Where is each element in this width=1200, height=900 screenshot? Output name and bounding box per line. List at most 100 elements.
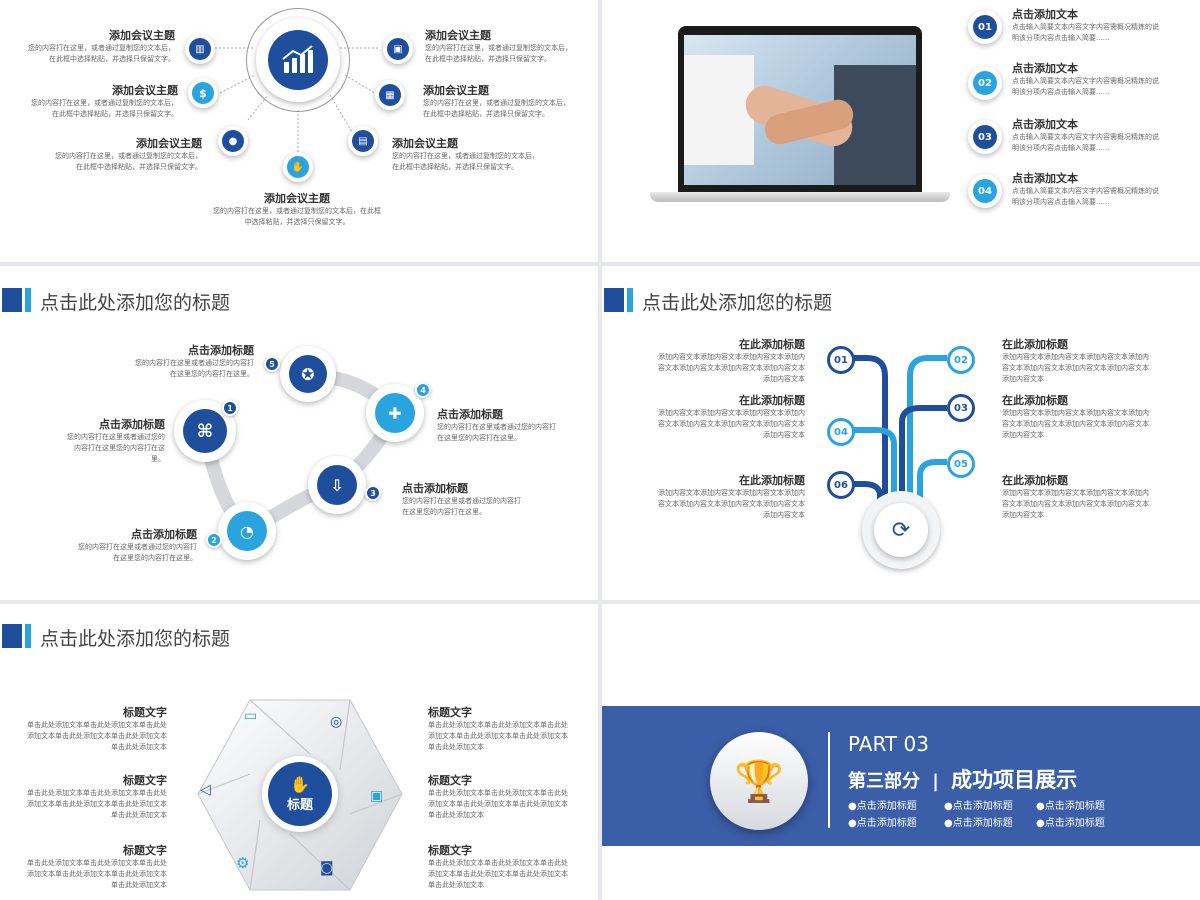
cycle-item: 标题文字 单击此处添加文本单击此处添加文本单击此处添加文本单击此处添加文本单击此…	[428, 704, 568, 753]
step-item: 点击添加标题 您的内容打在这里或者通过您的内容打在这里您的内容打在这里。	[437, 406, 562, 444]
slide-title[interactable]: 点击此处添加您的标题	[642, 292, 833, 314]
number-badge: 04	[973, 179, 997, 203]
lightbulb-icon: ✚	[375, 393, 415, 433]
step-desc: 您的内容打在这里或者通过您的内容打在这里您的内容打在这里。	[67, 433, 165, 463]
branch-title: 在此添加标题	[1002, 338, 1068, 351]
section-bullet[interactable]: ●点击添加标题	[848, 818, 917, 829]
branch-desc: 添加内容文本添加内容文本添加内容文本添加内容文本添加内容文本添加内容文本添加内容…	[1002, 353, 1149, 383]
topic-desc: 您的内容打在这里，或者通过复制您的文本后，在此框中选择粘贴，并选择只保留文字。	[425, 44, 572, 63]
step-desc: 您的内容打在这里或者通过您的内容打在这里您的内容打在这里。	[135, 359, 254, 378]
step-item: 点击添加标题 您的内容打在这里或者通过您的内容打在这里您的内容打在这里。	[402, 480, 527, 518]
header-bar-sky	[25, 624, 31, 648]
section-bullet[interactable]: ●点击添加标题	[848, 801, 917, 812]
section-bullet[interactable]: ●点击添加标题	[944, 801, 1013, 812]
slide-meeting-topics[interactable]: ▥ ▣ $ ▦ ● ▤ ✋ 添加会议主题 您的内容打在这里，或者通过复制您的文本…	[0, 0, 598, 262]
download-icon: ⇩	[317, 465, 357, 505]
branch-title: 在此添加标题	[739, 474, 805, 487]
branch-title: 在此添加标题	[1002, 474, 1068, 487]
section-divider-line	[828, 732, 830, 828]
branch-item: 在此添加标题 添加内容文本添加内容文本添加内容文本添加内容文本添加内容文本添加内…	[1002, 472, 1152, 521]
header-bar-navy	[604, 288, 624, 312]
step-desc: 您的内容打在这里或者通过您的内容打在这里您的内容打在这里。	[437, 423, 556, 442]
step-item: 点击添加标题 您的内容打在这里或者通过您的内容打在这里您的内容打在这里。	[75, 526, 197, 564]
topic-title: 添加会议主题	[112, 84, 178, 97]
section-separator: |	[932, 771, 939, 792]
cycle-desc: 单击此处添加文本单击此处添加文本单击此处添加文本单击此处添加文本单击此处添加文本…	[27, 721, 167, 751]
step-number: 4	[415, 382, 431, 398]
step-title: 点击添加标题	[437, 408, 503, 421]
branch-item: 在此添加标题 添加内容文本添加内容文本添加内容文本添加内容文本添加内容文本添加内…	[1002, 336, 1152, 385]
list-item: 点击添加文本 点击输入简要文本内容文字内容需概况精炼的说明该分项内容点击输入简要…	[1012, 170, 1162, 208]
cycle-desc: 单击此处添加文本单击此处添加文本单击此处添加文本单击此处添加文本单击此处添加文本…	[27, 789, 167, 819]
topic-desc: 您的内容打在这里，或者通过复制您的文本后，在此框中选择粘贴，并选择只保留文字。	[392, 152, 539, 171]
branch-badge: 03	[947, 394, 975, 422]
branch-item: 在此添加标题 添加内容文本添加内容文本添加内容文本添加内容文本添加内容文本添加内…	[657, 392, 805, 441]
cycle-item: 标题文字 单击此处添加文本单击此处添加文本单击此处添加文本单击此处添加文本单击此…	[26, 772, 167, 821]
handshake-icon: ✋	[290, 775, 310, 794]
step-title: 点击添加标题	[99, 418, 165, 431]
handshake-photo	[684, 35, 916, 185]
dollar-icon: $	[192, 82, 214, 104]
topic-desc: 您的内容打在这里，或者通过复制您的文本后，在此框中选择粘贴，并选择只保留文字。	[213, 207, 381, 226]
section-bullet[interactable]: ●点击添加标题	[944, 818, 1013, 829]
section-bullet[interactable]: ●点击添加标题	[1036, 818, 1105, 829]
slide-hexagon-cycle[interactable]: 点击此处添加您的标题 ✋ 标题 ▭ ◎ ▣ ◙ ⚙ ◁ 标题文字 单击此处添加文…	[0, 604, 598, 900]
monitor-icon: ▭	[244, 708, 258, 724]
section-title[interactable]: 成功项目展示	[951, 768, 1078, 792]
topic-title: 添加会议主题	[392, 137, 458, 150]
slide-laptop-list[interactable]: 01 02 03 04 点击添加文本 点击输入简要文本内容文字内容需概况精炼的说…	[602, 0, 1200, 262]
handshake-icon: ✋	[287, 156, 309, 178]
presentation-icon: ▣	[387, 38, 409, 60]
list-item-desc: 点击输入简要文本内容文字内容需概况精炼的说明该分项内容点击输入简要......	[1012, 77, 1159, 96]
branch-desc: 添加内容文本添加内容文本添加内容文本添加内容文本添加内容文本添加内容文本添加内容…	[1002, 489, 1149, 519]
topic-desc: 您的内容打在这里，或者通过复制您的文本后，在此框中选择粘贴，并选择只保留文字。	[423, 99, 570, 118]
center-hub: ✋ 标题	[268, 762, 332, 826]
gear-icon: ⚙	[236, 854, 250, 872]
step-desc: 您的内容打在这里或者通过您的内容打在这里您的内容打在这里。	[402, 497, 521, 516]
slide-tree-branches[interactable]: 点击此处添加您的标题 01 04 06 02 03 05 ⟳ 在此添加标题 添加…	[602, 266, 1200, 600]
header-bar-sky	[25, 288, 31, 312]
step-desc: 您的内容打在这里或者通过您的内容打在这里您的内容打在这里。	[78, 543, 197, 562]
topic-title: 添加会议主题	[109, 29, 175, 42]
topic-item: 添加会议主题 您的内容打在这里，或者通过复制您的文本后，在此框中选择粘贴，并选择…	[213, 190, 381, 228]
branch-badge: 01	[827, 346, 855, 374]
cycle-desc: 单击此处添加文本单击此处添加文本单击此处添加文本单击此处添加文本单击此处添加文本…	[428, 859, 568, 889]
award-badge-icon: ✪	[289, 355, 327, 393]
topic-item: 添加会议主题 您的内容打在这里，或者通过复制您的文本后，在此框中选择粘贴，并选择…	[425, 27, 575, 65]
branch-badge: 04	[827, 418, 855, 446]
trophy-ring	[710, 732, 808, 830]
topic-desc: 您的内容打在这里，或者通过复制您的文本后，在此框中选择粘贴，并选择只保留文字。	[28, 44, 175, 63]
topic-desc: 您的内容打在这里，或者通过复制您的文本后，在此框中选择粘贴，并选择只保留文字。	[55, 152, 202, 171]
step-number: 1	[222, 400, 238, 416]
section-bullet[interactable]: ●点击添加标题	[1036, 801, 1105, 812]
topic-item: 添加会议主题 您的内容打在这里，或者通过复制您的文本后，在此框中选择粘贴，并选择…	[28, 82, 178, 120]
section-label: 第三部分	[848, 771, 920, 792]
slide-section-divider[interactable]: 🏆 PART 03 第三部分 | 成功项目展示 ●点击添加标题 ●点击添加标题 …	[602, 604, 1200, 900]
branch-badge: 06	[827, 471, 855, 499]
gauge-icon: ◔	[227, 511, 267, 551]
list-item-title: 点击添加文本	[1012, 172, 1078, 185]
step-item: 点击添加标题 您的内容打在这里或者通过您的内容打在这里您的内容打在这里。	[65, 416, 165, 465]
step-number: 5	[264, 356, 280, 372]
branch-desc: 添加内容文本添加内容文本添加内容文本添加内容文本添加内容文本添加内容文本添加内容…	[658, 353, 805, 383]
step-title: 点击添加标题	[402, 482, 468, 495]
camera-icon: ◙	[320, 860, 334, 876]
step-number: 3	[365, 485, 381, 501]
section-band	[602, 706, 1200, 846]
piggy-bank-icon: ●	[222, 130, 244, 152]
wallet-icon: ▣	[370, 788, 384, 804]
cycle-title: 标题文字	[123, 844, 167, 857]
section-bullets: ●点击添加标题 ●点击添加标题 ●点击添加标题 ●点击添加标题 ●点击添加标题 …	[848, 798, 1148, 832]
step-title: 点击添加标题	[131, 528, 197, 541]
slide-title[interactable]: 点击此处添加您的标题	[40, 292, 231, 314]
branch-title: 在此添加标题	[739, 394, 805, 407]
step-number: 2	[206, 532, 222, 548]
branch-badge: 02	[947, 346, 975, 374]
slide-title[interactable]: 点击此处添加您的标题	[40, 628, 231, 650]
hub-outer-ring	[246, 8, 350, 112]
list-item-desc: 点击输入简要文本内容文字内容需概况精炼的说明该分项内容点击输入简要......	[1012, 23, 1159, 42]
cycle-desc: 单击此处添加文本单击此处添加文本单击此处添加文本单击此处添加文本单击此处添加文本…	[27, 859, 167, 889]
topic-title: 添加会议主题	[425, 29, 491, 42]
number-badge: 01	[973, 15, 997, 39]
slide-process-chain[interactable]: 点击此处添加您的标题 ⌘ 1 ◔ 2 ⇩ 3 ✚ 4 ✪ 5 点击添加标题 您的…	[0, 266, 598, 600]
